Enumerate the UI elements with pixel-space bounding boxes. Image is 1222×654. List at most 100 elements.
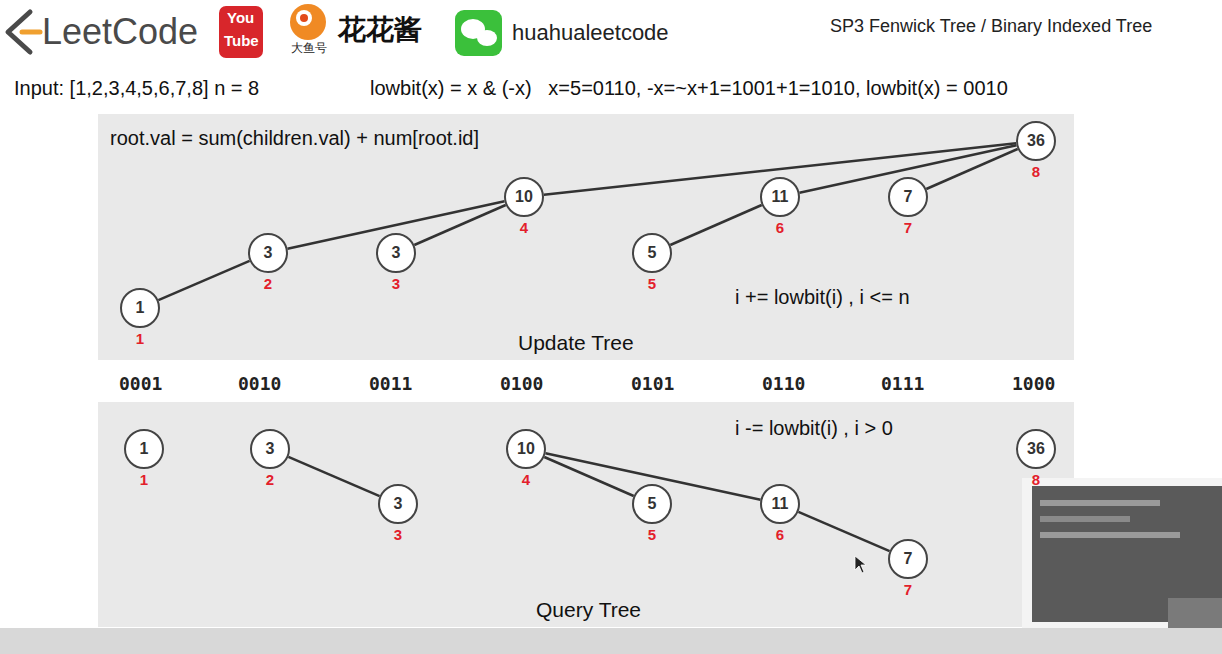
tree-node: 77: [878, 539, 938, 598]
tree-node: 10 4: [496, 429, 556, 488]
binary-index: 0111: [881, 374, 924, 395]
input-text: Input: [1,2,3,4,5,6,7,8] n = 8: [14, 77, 259, 100]
node-index: 3: [392, 275, 400, 292]
tree-node: 11: [110, 288, 170, 347]
tree-edge: [926, 149, 1017, 189]
node-value: 3: [264, 244, 273, 262]
node-circle: 11: [760, 177, 800, 217]
node-circle: 5: [632, 484, 672, 524]
node-value: 5: [648, 244, 657, 262]
binary-index: 1000: [1012, 374, 1055, 395]
tree-node: 10 4: [494, 177, 554, 236]
node-circle: 10: [504, 177, 544, 217]
node-value: 3: [266, 440, 275, 458]
node-value: 10: [517, 440, 535, 458]
formula-text: lowbit(x) = x & (-x) x=5=0110, -x=~x+1=1…: [370, 77, 1008, 100]
channel-name: 花花酱: [338, 14, 422, 46]
node-circle: 7: [888, 539, 928, 579]
node-value: 36: [1027, 440, 1045, 458]
webcam-overlay: [1022, 478, 1222, 628]
node-value: 7: [904, 188, 913, 206]
leetcode-logo: [8, 12, 40, 52]
node-index: 8: [1032, 163, 1040, 180]
tree-node: 77: [878, 177, 938, 236]
tree-node: 55: [622, 484, 682, 543]
node-value: 11: [772, 495, 789, 513]
node-circle: 3: [376, 233, 416, 273]
binary-index: 0010: [238, 374, 281, 395]
node-circle: 36: [1016, 429, 1056, 469]
tree-node: 32: [238, 233, 298, 292]
rule-text: i += lowbit(i) , i <= n: [735, 286, 910, 309]
node-value: 10: [515, 188, 533, 206]
node-circle: 3: [250, 429, 290, 469]
binary-index: 0001: [119, 374, 162, 395]
node-index: 4: [520, 219, 528, 236]
node-index: 5: [648, 275, 656, 292]
tree-edge: [288, 457, 379, 496]
node-value: 1: [136, 299, 145, 317]
tree-edge: [670, 205, 761, 245]
dayu-logo: [290, 4, 326, 40]
node-circle: 11: [760, 484, 800, 524]
node-circle: 1: [124, 429, 164, 469]
wechat-icon: [455, 10, 502, 56]
formula-text: root.val = sum(children.val) + num[root.…: [110, 127, 479, 150]
tree-edge: [414, 205, 505, 245]
node-value: 3: [394, 495, 403, 513]
node-index: 1: [140, 471, 148, 488]
node-circle: 1: [120, 288, 160, 328]
node-value: 5: [648, 495, 657, 513]
mouse-cursor: [855, 556, 866, 573]
tree-node: 11 6: [750, 177, 810, 236]
binary-index: 0011: [369, 374, 412, 395]
binary-index: 0100: [500, 374, 543, 395]
node-circle: 36: [1016, 121, 1056, 161]
update-panel: [98, 114, 1074, 360]
icon-text: Tube: [224, 32, 259, 49]
tree-node: 33: [368, 484, 428, 543]
node-value: 11: [772, 188, 789, 206]
tree-node: 36 8: [1006, 121, 1066, 180]
binary-index: 0101: [631, 374, 674, 395]
node-index: 7: [904, 581, 912, 598]
panel-title: Query Tree: [536, 598, 641, 622]
node-circle: 3: [378, 484, 418, 524]
rule-text: i -= lowbit(i) , i > 0: [735, 417, 893, 440]
node-circle: 7: [888, 177, 928, 217]
icon-text: You: [227, 9, 254, 26]
series-title: SP3 Fenwick Tree / Binary Indexed Tree: [830, 16, 1152, 37]
video-bar: [0, 628, 1222, 654]
query-panel: [98, 402, 1074, 627]
tree-node: 33: [366, 233, 426, 292]
node-index: 1: [136, 330, 144, 347]
node-value: 7: [904, 550, 913, 568]
node-index: 8: [1032, 471, 1040, 488]
binary-index: 0110: [762, 374, 805, 395]
node-index: 3: [394, 526, 402, 543]
tree-edge: [798, 512, 889, 551]
node-value: 1: [140, 440, 149, 458]
youtube-icon: [219, 6, 263, 58]
node-index: 2: [266, 471, 274, 488]
node-circle: 10: [506, 429, 546, 469]
node-index: 7: [904, 219, 912, 236]
tree-edge: [158, 261, 249, 300]
tree-node: 36 8: [1006, 429, 1066, 488]
node-index: 6: [776, 219, 784, 236]
icon-caption: 大鱼号: [291, 42, 327, 56]
node-index: 5: [648, 526, 656, 543]
node-circle: 3: [248, 233, 288, 273]
tree-node: 11 6: [750, 484, 810, 543]
panel-title: Update Tree: [518, 331, 634, 355]
node-circle: 5: [632, 233, 672, 273]
tree-node: 55: [622, 233, 682, 292]
node-value: 3: [392, 244, 401, 262]
channel-id: huahualeetcode: [512, 20, 669, 45]
node-index: 4: [522, 471, 530, 488]
logo-text: LeetCode: [42, 11, 198, 52]
tree-node: 32: [240, 429, 300, 488]
tree-node: 11: [114, 429, 174, 488]
node-index: 6: [776, 526, 784, 543]
node-value: 36: [1027, 132, 1045, 150]
